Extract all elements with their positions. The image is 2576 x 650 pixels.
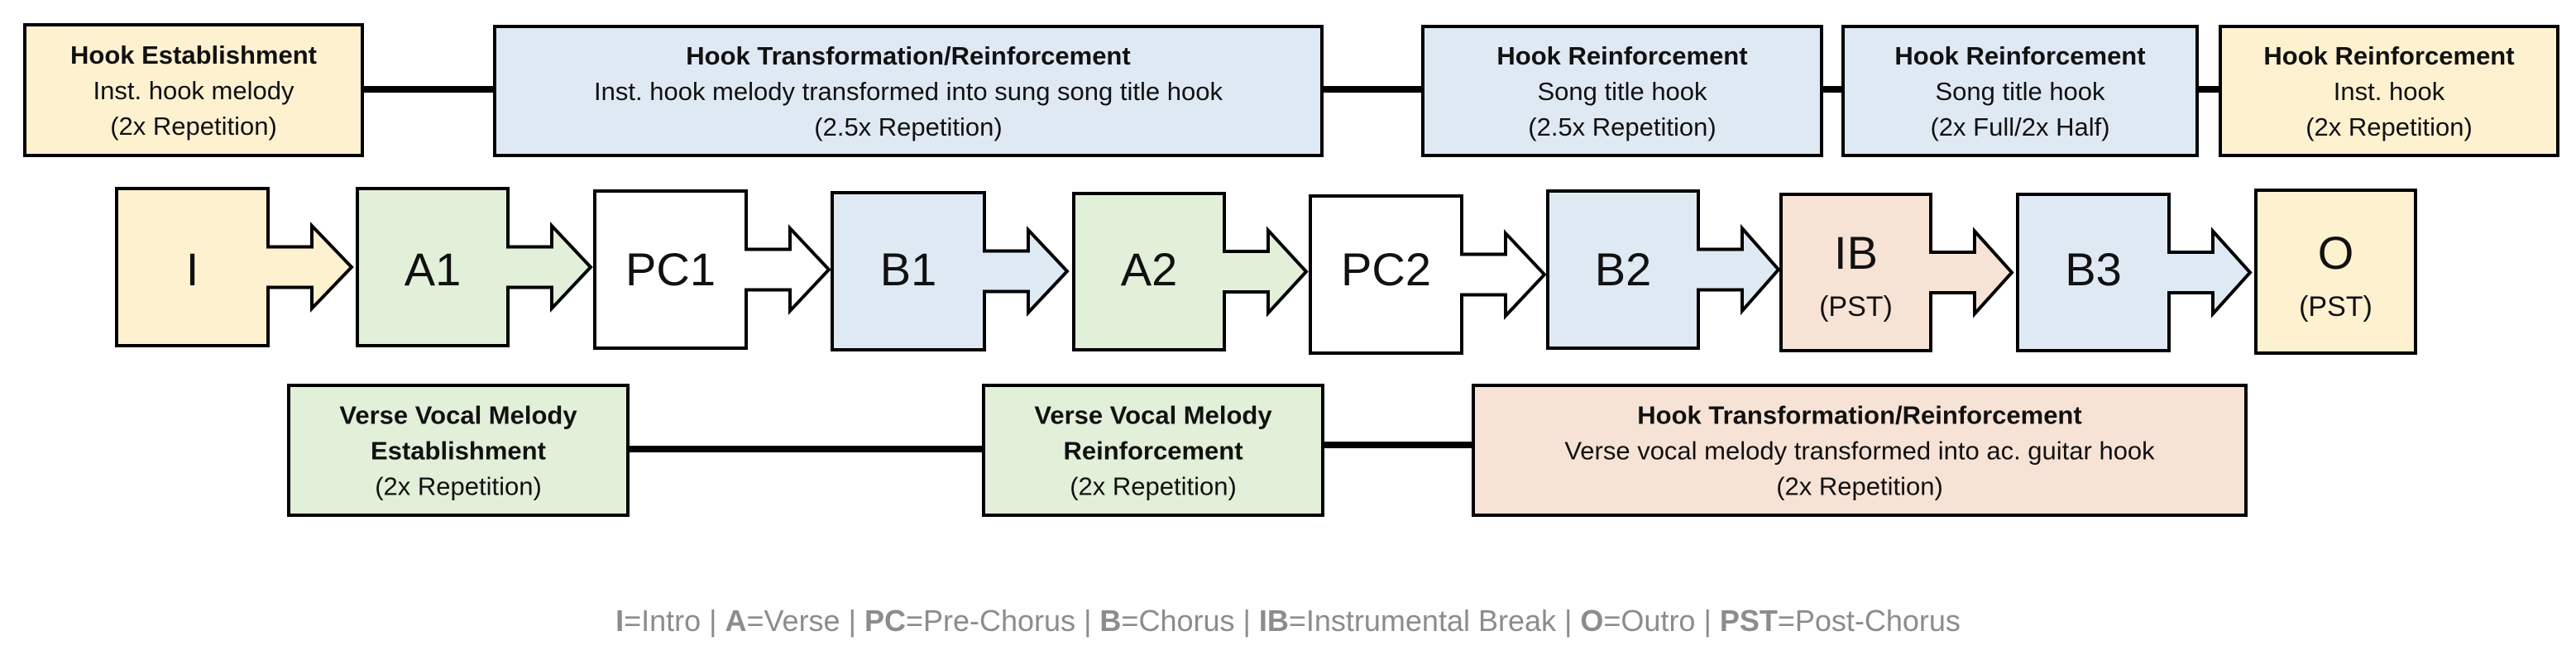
legend-separator: | [1695,604,1719,638]
legend-meaning: =Pre-Chorus [906,604,1075,638]
section-label: PC1 [625,243,716,295]
annotation-title: Hook Transformation/Reinforcement [1637,401,2081,430]
section-block-a2: A2 [1072,192,1309,351]
section-label: PC2 [1341,243,1431,295]
section-label: IB [1834,227,1878,279]
section-label: B2 [1595,243,1652,295]
annotation-title: Establishment [371,437,546,466]
section-shape [1546,189,1781,350]
section-shape [2254,189,2417,355]
top-annotation-box-frame [23,23,364,157]
section-block-pc2: PC2 [1309,194,1547,355]
legend-abbreviation: PST [1720,604,1778,638]
section-label: I [186,243,199,295]
legend-abbreviation: A [725,604,747,638]
section-flow-row: I A1 PC1 B1 A2 PC2 B2 IB (PST) B3 O (PST) [115,187,2417,355]
legend-abbreviation: O [1580,604,1603,638]
annotation-text: Verse vocal melody transformed into ac. … [1564,437,2155,466]
section-shape [1072,192,1309,351]
section-sublabel: (PST) [2299,291,2373,323]
section-block-pc1: PC1 [593,189,831,350]
legend-separator: | [1075,604,1099,638]
legend-separator: | [840,604,864,638]
section-shape [1779,193,2014,352]
section-block-ib: IB (PST) [1779,193,2014,352]
legend-meaning: =Outro [1603,604,1695,638]
section-label: A1 [405,243,462,295]
annotation-text: (2x Repetition) [110,112,277,141]
section-shape [1309,194,1547,355]
legend-abbreviation: PC [864,604,906,638]
legend-abbreviation: IB [1259,604,1289,638]
section-block-b1: B1 [831,191,1070,351]
legend-meaning: =Post-Chorus [1778,604,1961,638]
section-block-b3: B3 [2016,193,2253,352]
section-block-b2: B2 [1546,189,1781,350]
section-label: O [2318,227,2354,279]
bottom-annotation-box-frame [1472,384,2248,517]
section-sublabel: (PST) [1819,291,1893,323]
annotation-title: Reinforcement [1063,437,1243,466]
annotation-title: Verse Vocal Melody [339,401,577,430]
legend-meaning: =Verse [747,604,840,638]
annotation-text: (2.5x Repetition) [1528,112,1716,141]
annotation-title: Hook Reinforcement [1496,41,1747,70]
legend-meaning: =Intro [624,604,701,638]
annotation-text: (2x Full/2x Half) [1930,112,2109,141]
annotation-text: (2x Repetition) [1070,472,1237,501]
annotation-text: (2x Repetition) [1776,472,1943,501]
annotation-text: Inst. hook melody [93,76,294,105]
annotation-title: Hook Reinforcement [2263,41,2514,70]
annotation-text: Song title hook [1537,77,1707,106]
top-annotation-box-frame [1841,25,2199,157]
legend-separator: | [1556,604,1580,638]
annotation-text: Song title hook [1935,77,2105,106]
annotation-title: Hook Transformation/Reinforcement [686,41,1130,70]
section-shape [356,187,593,347]
section-shape [115,187,354,347]
section-block-a1: A1 [356,187,593,347]
annotation-title: Hook Establishment [70,41,317,69]
annotation-title: Hook Reinforcement [1894,41,2145,70]
annotation-text: (2.5x Repetition) [814,112,1002,141]
section-shape [831,191,1070,351]
section-label: B3 [2065,243,2122,295]
top-annotation-box-frame [1421,25,1823,157]
annotation-text: Inst. hook [2334,77,2445,106]
section-shape [2016,193,2253,352]
legend-abbreviation: I [615,604,624,638]
bottom-annotation-box-frame [287,384,630,517]
legend-separator: | [701,604,725,638]
legend-meaning: =Chorus [1121,604,1234,638]
annotation-text: (2x Repetition) [375,472,542,501]
section-label: A2 [1121,243,1178,295]
section-block-o: O (PST) [2254,189,2417,355]
legend-abbreviation: B [1099,604,1121,638]
legend-separator: | [1235,604,1259,638]
section-block-i: I [115,187,354,347]
annotation-text: (2x Repetition) [2305,112,2473,141]
bottom-annotation-box-frame [982,384,1324,517]
top-annotation-box-frame [2219,25,2559,157]
legend: I=Intro | A=Verse | PC=Pre-Chorus | B=Ch… [615,604,1961,638]
annotation-text: Inst. hook melody transformed into sung … [594,77,1223,106]
top-annotation-box-frame [493,25,1324,157]
annotation-title: Verse Vocal Melody [1034,401,1272,430]
connector-lines [362,86,2220,452]
section-shape [593,189,831,350]
legend-meaning: =Instrumental Break [1289,604,1557,638]
section-label: B1 [880,243,937,295]
